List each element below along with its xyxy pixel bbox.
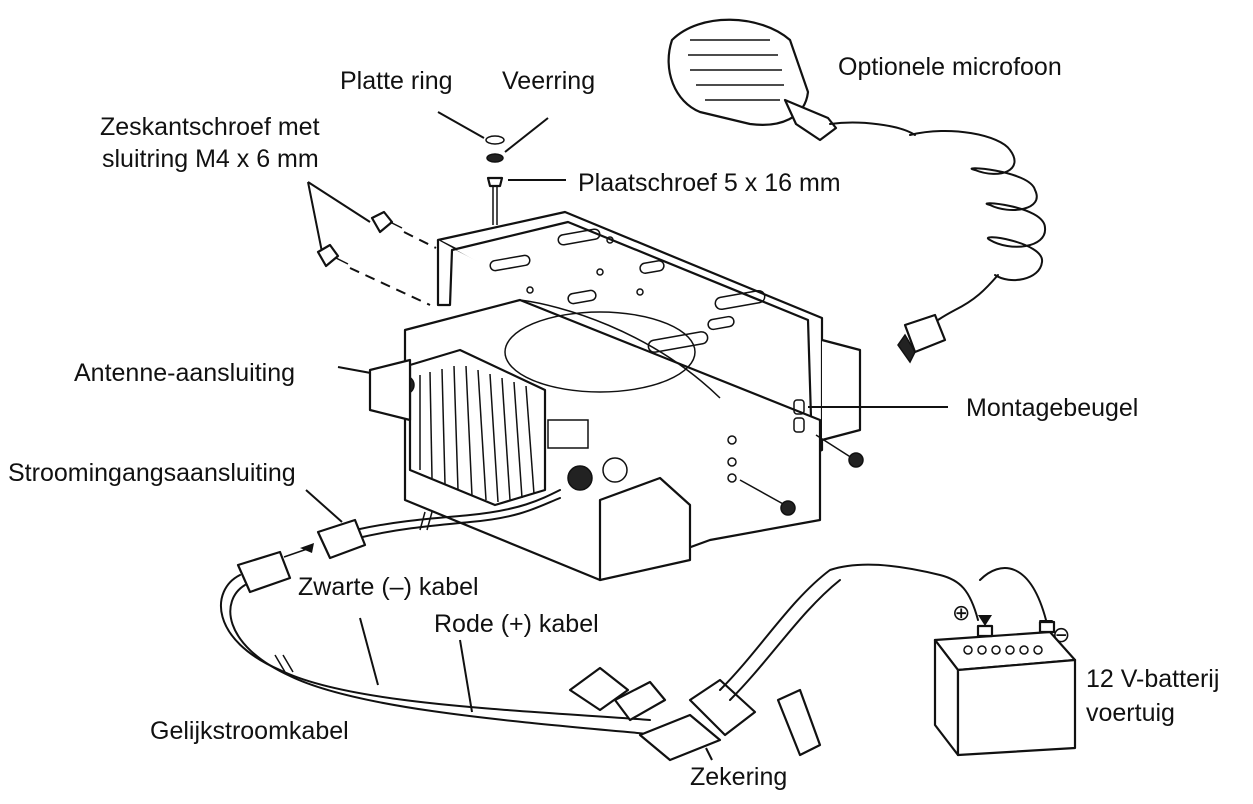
minus-terminal-icon: ⊖ xyxy=(1052,622,1071,647)
battery xyxy=(933,620,1077,757)
label-plaatschroef: Plaatschroef 5 x 16 mm xyxy=(578,169,841,197)
label-zeskantschroef-line1: Zeskantschroef met xyxy=(100,113,320,141)
hex-screws xyxy=(307,181,437,306)
label-rode-kabel: Rode (+) kabel xyxy=(434,610,599,638)
label-batterij-line1: 12 V-batterij xyxy=(1086,665,1220,693)
label-zwarte-kabel: Zwarte (–) kabel xyxy=(298,573,479,601)
label-zekering: Zekering xyxy=(690,763,788,791)
label-veerring: Veerring xyxy=(502,67,596,95)
label-batterij-line2: voertuig xyxy=(1086,699,1175,727)
label-platte-ring: Platte ring xyxy=(340,67,453,95)
label-stroomingangsaansluiting: Stroomingangsaansluiting xyxy=(8,459,296,487)
label-gelijkstroomkabel: Gelijkstroomkabel xyxy=(150,717,349,745)
label-antenne-aansluiting: Antenne-aansluiting xyxy=(74,359,295,387)
microphone xyxy=(667,18,1047,364)
label-zeskantschroef-line2: sluitring M4 x 6 mm xyxy=(102,145,319,173)
radio-unit xyxy=(337,298,948,582)
plus-terminal-icon: ⊕ xyxy=(952,600,971,625)
label-montagebeugel: Montagebeugel xyxy=(966,394,1139,422)
label-optionele-microfoon: Optionele microfoon xyxy=(838,53,1062,81)
power-cable xyxy=(219,489,1053,762)
